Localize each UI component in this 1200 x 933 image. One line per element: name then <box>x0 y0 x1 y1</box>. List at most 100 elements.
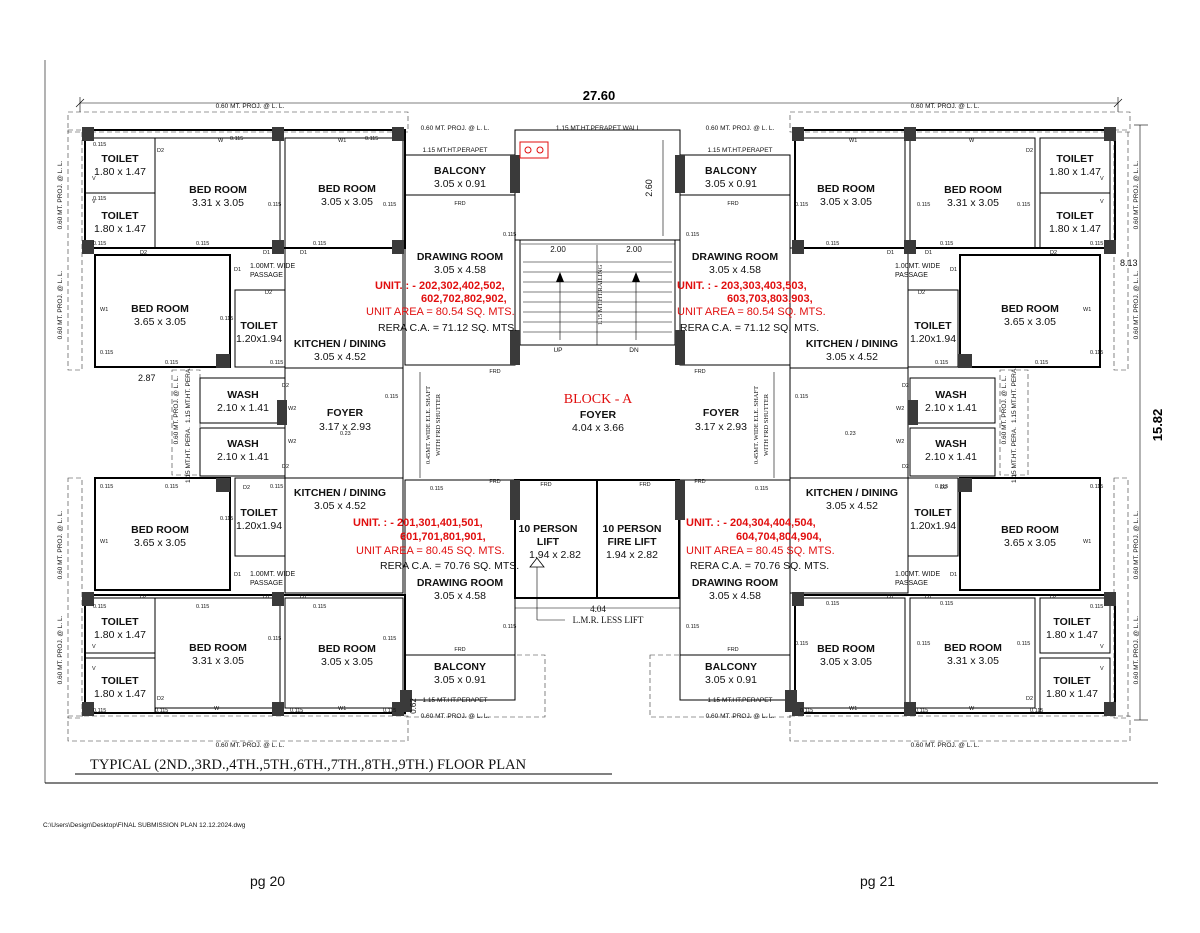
plan-label: 0.115 <box>686 232 699 238</box>
room-name: TOILET <box>1053 675 1091 687</box>
plan-label: W2 <box>896 439 904 445</box>
plan-label: V <box>92 666 96 672</box>
plan-label: 0.115 <box>270 360 283 366</box>
plan-label: 3.65 x 3.05 <box>1004 316 1056 328</box>
plan-label: UNIT. : - 202,302,402,502, <box>375 280 505 292</box>
plan-label: 0.115 <box>365 136 378 142</box>
plan-label: 0.115 <box>503 232 516 238</box>
plan-label: 0.115 <box>795 394 808 400</box>
unit-info-top-left: UNIT. : - 202,302,402,502, 602,702,802,9… <box>366 280 517 334</box>
plan-label: 0.115 <box>93 604 106 610</box>
room-name: BED ROOM <box>817 643 875 655</box>
plan-label: 1.15 MT.HT.PERAPET <box>422 147 487 154</box>
plan-label: 0.115 <box>100 350 113 356</box>
plan-label: 1.94 x 2.82 <box>529 549 581 561</box>
plan-label: W2 <box>288 439 296 445</box>
plan-label: 0.60 MT. PROJ. @ L. L. <box>706 713 775 720</box>
plan-label: 3.05 x 4.52 <box>314 500 366 512</box>
plan-label: 1.15 MT.HT. PERA. <box>185 427 192 483</box>
plan-label: 3.05 x 0.91 <box>434 674 486 686</box>
plan-label: 4.04 <box>590 604 606 614</box>
plan-label: 0.115 <box>165 484 178 490</box>
room-name: KITCHEN / DINING <box>294 338 386 350</box>
plan-label: 1.15 MT.HT. PERA. <box>1011 427 1018 483</box>
plan-label: D2 <box>1026 148 1033 154</box>
plan-label: 0.115 <box>826 241 839 247</box>
plan-label: 0.115 <box>230 136 243 142</box>
plan-label: D2 <box>940 485 947 491</box>
plan-label: 1.80 x 1.47 <box>1046 629 1098 641</box>
plan-label: V <box>92 644 96 650</box>
plan-label: UNIT. : - 204,304,404,504, <box>686 517 816 529</box>
plan-label: V <box>1100 176 1104 182</box>
plan-label: 0.115 <box>313 241 326 247</box>
room-name: BED ROOM <box>1001 524 1059 536</box>
plan-label: WITH FRD SHUTTER <box>763 393 770 456</box>
room-name: FOYER <box>703 407 740 419</box>
plan-label: 0.60 MT. PROJ. @ L. L. <box>173 375 180 444</box>
plan-label: 0.60 MT. PROJ. @ L. L. <box>1133 160 1140 229</box>
plan-label: 0.115 <box>915 708 928 714</box>
plan-label: 0.45MT. WIDE ELE. SHAFT <box>425 386 432 464</box>
plan-label: UNIT AREA = 80.45 SQ. MTS. <box>686 545 835 557</box>
room-name: DRAWING ROOM <box>417 577 504 589</box>
plan-label: 1.20x1.94 <box>910 520 956 532</box>
room-name: DRAWING ROOM <box>692 577 779 589</box>
plan-label: W1 <box>1083 307 1091 313</box>
plan-label: D2 <box>140 250 147 256</box>
plan-label: FRD <box>727 647 738 653</box>
plan-label: 3.05 x 4.58 <box>434 264 486 276</box>
plan-label: 0.60 MT. PROJ. @ L. L. <box>57 270 64 339</box>
plan-label: 0.115 <box>220 316 233 322</box>
plan-label: 1.00MT. WIDE <box>250 263 295 270</box>
plan-label: 0.115 <box>383 636 396 642</box>
plan-label: FRD <box>454 201 465 207</box>
plan-label: 3.05 x 4.52 <box>826 351 878 363</box>
room-name: TOILET <box>101 616 139 628</box>
plan-label: 1.80 x 1.47 <box>94 688 146 700</box>
plan-label: D2 <box>902 464 909 470</box>
block-label: BLOCK - A <box>564 392 633 407</box>
side-dim-right: 8.13 <box>1120 258 1138 268</box>
plan-label: 3.05 x 4.58 <box>709 590 761 602</box>
plan-label: 0.115 <box>385 394 398 400</box>
plan-label: D1 <box>887 594 894 600</box>
plan-label: 1.20x1.94 <box>236 520 282 532</box>
plan-label: 2.10 x 1.41 <box>925 451 977 463</box>
plan-label: UNIT AREA = 80.54 SQ. MTS. <box>366 306 515 318</box>
plan-label: 3.65 x 3.05 <box>1004 537 1056 549</box>
room-name: TOILET <box>914 320 952 332</box>
plan-label: 0.60 MT. PROJ. @ L. L. <box>57 615 64 684</box>
plan-label: 0.115 <box>1090 350 1103 356</box>
plan-label: LIFT <box>537 536 560 548</box>
plan-label: 3.05 x 4.52 <box>826 500 878 512</box>
plan-label: W <box>218 138 224 144</box>
room-name: TOILET <box>240 320 278 332</box>
plan-label: FOYER <box>580 409 617 421</box>
plan-label: 0.60 MT. PROJ. @ L. L. <box>706 125 775 132</box>
plan-label: W1 <box>849 138 857 144</box>
plan-label: 0.115 <box>196 604 209 610</box>
plan-label: PASSAGE <box>895 272 928 279</box>
plan-label: WITH FRD SHUTTER <box>435 393 442 456</box>
plan-label: 0.60 MT. PROJ. @ L. L. <box>1133 615 1140 684</box>
plan-label: D2 <box>157 696 164 702</box>
room-name: FOYER <box>327 407 364 419</box>
plan-label: W1 <box>1083 539 1091 545</box>
plan-label: 1.80 x 1.47 <box>94 223 146 235</box>
plan-label: 0.115 <box>268 202 281 208</box>
room-name: KITCHEN / DINING <box>806 338 898 350</box>
unit-info-bottom-right: UNIT. : - 204,304,404,504, 604,704,804,9… <box>686 517 835 572</box>
plan-label: W1 <box>338 706 346 712</box>
plan-label: W <box>214 706 220 712</box>
plan-label: 1.15 MT.HT.PERAPET WALL <box>556 125 641 132</box>
plan-label: 0.62 <box>409 698 418 714</box>
plan-label: FRD <box>489 479 500 485</box>
plan-label: 0.115 <box>1035 360 1048 366</box>
shafts: 0.45MT. WIDE ELE. SHAFT WITH FRD SHUTTER… <box>419 372 775 478</box>
plan-label: W1 <box>338 138 346 144</box>
plan-label: 0.115 <box>940 601 953 607</box>
plan-label: 1.00MT. WIDE <box>895 263 940 270</box>
plan-label: FRD <box>639 482 650 488</box>
stair-up: UP <box>553 347 562 354</box>
